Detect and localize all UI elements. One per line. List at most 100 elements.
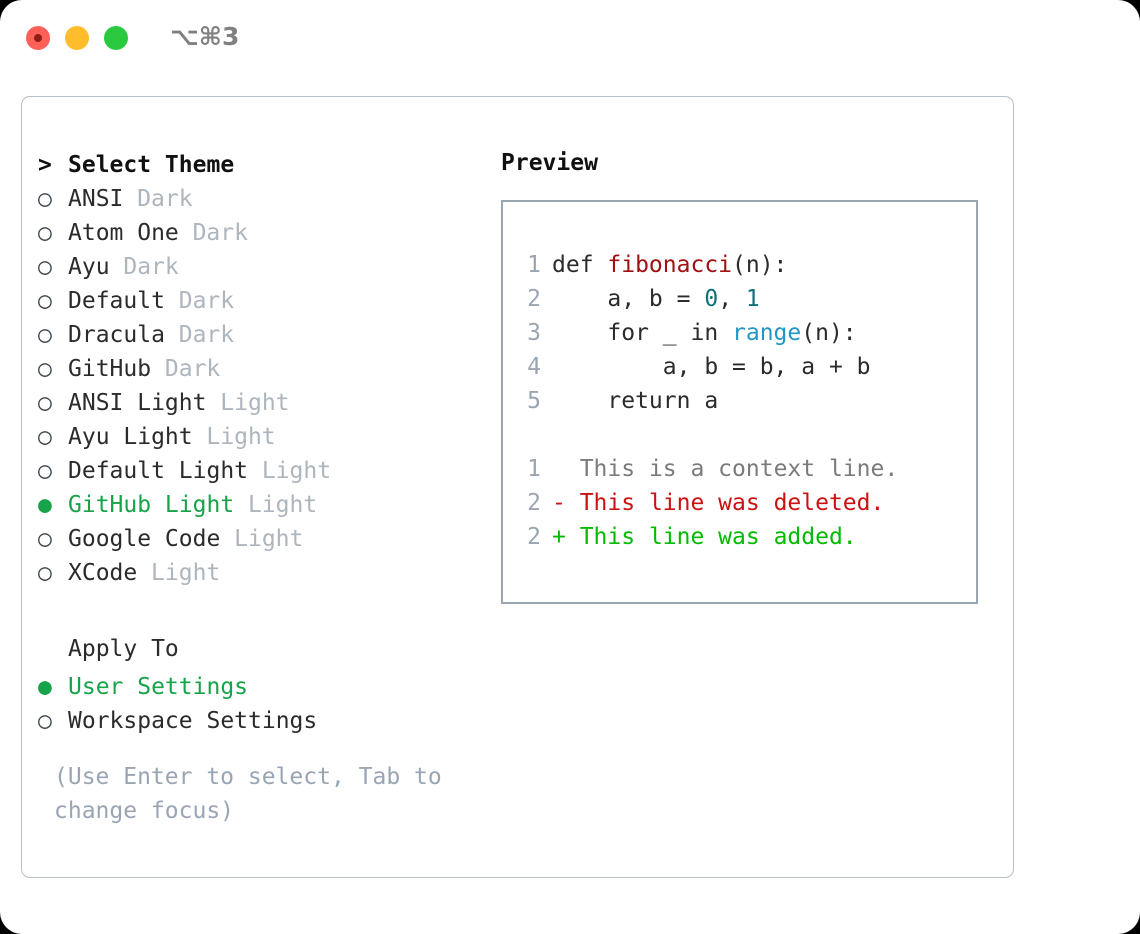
keyboard-hint-line-1: (Use Enter to select, Tab to — [54, 764, 442, 790]
radio-unselected-icon[interactable]: ○ — [38, 254, 52, 280]
radio-unselected-icon[interactable]: ○ — [38, 322, 52, 348]
theme-name: ANSI — [68, 186, 124, 212]
code-line-number: 4 — [527, 354, 541, 380]
radio-unselected-icon[interactable]: ○ — [38, 356, 52, 382]
diff-line: 2 + This line was added. — [515, 520, 898, 554]
diff-marker-del: - — [552, 490, 580, 516]
code-token-func: fibonacci — [607, 252, 733, 278]
code-line-text: return a — [552, 384, 718, 418]
theme-name: Default — [68, 288, 165, 314]
diff-line-number: 2 — [527, 524, 541, 550]
code-token-plain: (n): — [801, 320, 857, 346]
keyboard-hint: (Use Enter to select, Tab to change focu… — [54, 760, 474, 828]
apply-to-option-label: User Settings — [68, 674, 249, 700]
select-theme-heading: > Select Theme — [38, 148, 488, 182]
apply-to-option-label: Workspace Settings — [68, 708, 318, 734]
radio-unselected-icon[interactable]: ○ — [38, 390, 52, 416]
select-theme-heading-label: Select Theme — [68, 152, 235, 178]
code-line-number: 2 — [527, 286, 541, 312]
radio-unselected-icon[interactable]: ○ — [38, 220, 52, 246]
theme-name: XCode — [68, 560, 138, 586]
close-button[interactable] — [26, 26, 50, 50]
code-blank-line — [515, 418, 898, 452]
theme-name: Atom One — [68, 220, 179, 246]
code-token-plain: (n): — [732, 252, 788, 278]
theme-list-item[interactable]: ○ GitHub Dark — [38, 352, 488, 386]
code-line-number: 3 — [527, 320, 541, 346]
theme-name: Google Code — [68, 526, 221, 552]
theme-variant-badge: Dark — [137, 186, 193, 212]
preview-heading: Preview — [501, 150, 598, 176]
code-token-plain: a, b = — [552, 286, 705, 312]
code-token-num: 1 — [745, 286, 760, 312]
code-line-text: for _ in range(n): — [552, 316, 857, 350]
theme-variant-badge: Dark — [123, 254, 179, 280]
theme-list-item[interactable]: ○ Ayu Dark — [38, 250, 488, 284]
theme-variant-badge: Light — [151, 560, 221, 586]
code-line: 3 for _ in range(n): — [515, 316, 898, 350]
theme-variant-badge: Dark — [164, 356, 221, 382]
radio-unselected-icon[interactable]: ○ — [38, 186, 52, 212]
diff-marker-add: + — [552, 524, 580, 550]
apply-to-heading: Apply To — [38, 636, 488, 670]
theme-list-item[interactable]: ○ ANSI Dark — [38, 182, 488, 216]
radio-selected-icon[interactable]: ● — [38, 674, 52, 700]
radio-unselected-icon[interactable]: ○ — [38, 458, 52, 484]
code-line-number: 5 — [527, 388, 541, 414]
code-line-text: a, b = b, a + b — [552, 350, 871, 384]
minimize-button[interactable] — [65, 26, 89, 50]
code-line-text: a, b = 0, 1 — [552, 282, 760, 316]
theme-name: GitHub — [68, 356, 152, 382]
diff-line-text: This line was added. — [579, 524, 857, 550]
theme-variant-badge: Dark — [178, 288, 235, 314]
code-token-plain: a, b = b, a + b — [552, 354, 871, 380]
title-bar: ⌥⌘3 — [0, 0, 1140, 76]
theme-list-item[interactable]: ○ Default Light Light — [38, 454, 488, 488]
theme-list-item[interactable]: ○ XCode Light — [38, 556, 488, 590]
theme-list-item[interactable]: ○ Default Dark — [38, 284, 488, 318]
code-line-text: def fibonacci(n): — [552, 248, 787, 282]
diff-line-text: This line was deleted. — [579, 490, 885, 516]
apply-to-option[interactable]: ● User Settings — [38, 670, 488, 704]
theme-name: ANSI Light — [68, 390, 207, 416]
apply-to-list: ● User Settings ○ Workspace Settings — [38, 670, 488, 738]
code-token-plain: def — [552, 252, 608, 278]
spacer — [38, 590, 488, 636]
keyboard-shortcut-label: ⌥⌘3 — [170, 22, 240, 51]
apply-to-heading-label: Apply To — [68, 636, 179, 662]
radio-unselected-icon[interactable]: ○ — [38, 288, 52, 314]
code-token-plain: return a — [552, 388, 719, 414]
theme-variant-badge: Light — [206, 424, 276, 450]
radio-selected-icon[interactable]: ● — [38, 492, 52, 518]
diff-line-text: This is a context line. — [579, 456, 899, 482]
radio-unselected-icon[interactable]: ○ — [38, 526, 52, 552]
apply-to-option[interactable]: ○ Workspace Settings — [38, 704, 488, 738]
theme-name: Default Light — [68, 458, 249, 484]
code-line: 4 a, b = b, a + b — [515, 350, 898, 384]
diff-line: 1 This is a context line. — [515, 452, 898, 486]
radio-unselected-icon[interactable]: ○ — [38, 560, 52, 586]
theme-variant-badge: Light — [261, 458, 332, 484]
radio-unselected-icon[interactable]: ○ — [38, 424, 52, 450]
diff-line-number: 1 — [527, 456, 541, 482]
code-token-plain: for _ in — [552, 320, 733, 346]
code-line-number: 1 — [527, 252, 541, 278]
code-line: 1 def fibonacci(n): — [515, 248, 898, 282]
diff-line: 2- This line was deleted. — [515, 486, 898, 520]
theme-name: Ayu — [68, 254, 110, 280]
zoom-button[interactable] — [104, 26, 128, 50]
code-token-call: range — [732, 320, 802, 346]
radio-unselected-icon[interactable]: ○ — [38, 708, 52, 734]
